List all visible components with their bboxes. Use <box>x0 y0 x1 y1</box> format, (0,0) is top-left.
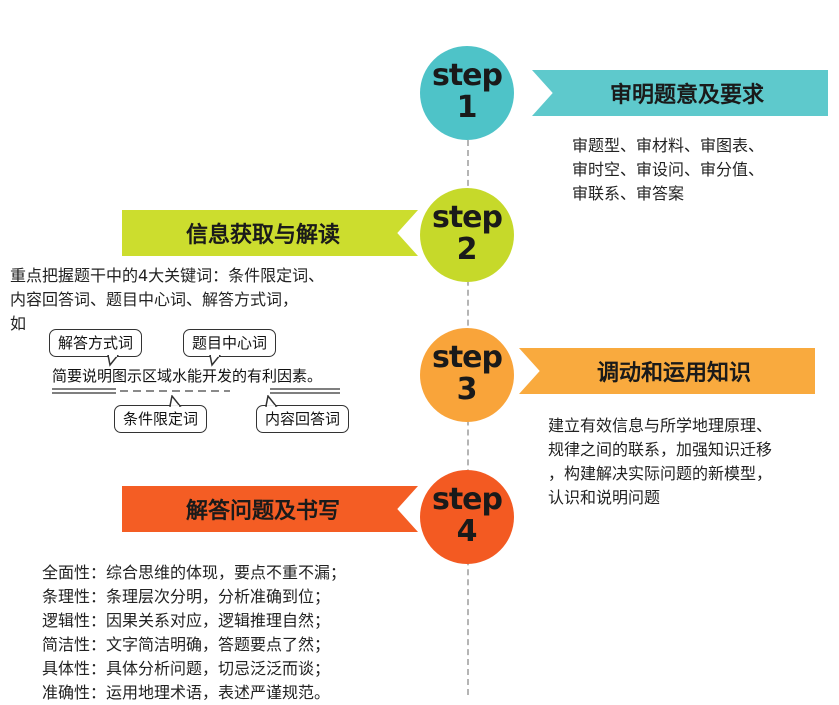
step-4-line: 逻辑性：因果关系对应，逻辑推理自然； <box>42 611 331 630</box>
example-question-sentence: 简要说明图示区域水能开发的有利因素。 <box>52 367 323 385</box>
step-3-number: 3 <box>456 372 478 407</box>
step-1-line: 审联系、审答案 <box>572 184 685 203</box>
tag-answer-method: 解答方式词 <box>49 329 143 357</box>
step-1-word: step <box>431 58 503 93</box>
step-2-line: 如 <box>10 314 27 333</box>
step-4-word: step <box>431 482 503 517</box>
step-1-number: 1 <box>456 90 478 125</box>
step-3-title: 调动和运用知识 <box>596 361 751 386</box>
step-1-line: 审题型、审材料、审图表、 <box>572 136 765 155</box>
step-4-line: 准确性：运用地理术语，表述严谨规范。 <box>42 683 331 702</box>
step-2-banner: 信息获取与解读 <box>122 210 418 256</box>
step-2-number: 2 <box>456 232 478 267</box>
tag-center-word-pointer <box>209 355 221 367</box>
step-3-line: 规律之间的联系，加强知识迁移 <box>548 440 773 459</box>
example-underline-marks <box>52 388 340 394</box>
step-1-line: 审时空、审设问、审分值、 <box>572 160 765 179</box>
step-1-title: 审明题意及要求 <box>609 83 764 108</box>
step-1-circle: step 1 <box>420 46 514 140</box>
step-2-word: step <box>431 200 503 235</box>
step-3-line: ，构建解决实际问题的新模型， <box>548 464 773 483</box>
step-4-line: 简洁性：文字简洁明确，答题要点了然； <box>42 635 331 654</box>
step-3-description: 建立有效信息与所学地理原理、 规律之间的联系，加强知识迁移 ，构建解决实际问题的… <box>548 414 772 510</box>
step-2-description: 重点把握题干中的4大关键词：条件限定词、 内容回答词、题目中心词、解答方式词， … <box>10 264 324 336</box>
tag-answer-method-pointer <box>107 355 119 367</box>
step-1-description: 审题型、审材料、审图表、 审时空、审设问、审分值、 审联系、审答案 <box>572 134 764 206</box>
step-2-line: 重点把握题干中的4大关键词：条件限定词、 <box>10 266 325 285</box>
step-2-title: 信息获取与解读 <box>185 223 340 248</box>
step-4-title: 解答问题及书写 <box>185 499 340 524</box>
tag-condition: 条件限定词 <box>114 405 208 433</box>
step-3-banner: 调动和运用知识 <box>519 348 815 394</box>
step-3-circle: step 3 <box>420 328 514 422</box>
tag-condition-pointer <box>169 395 182 407</box>
step-4-circle: step 4 <box>420 470 514 564</box>
tag-center-word: 题目中心词 <box>183 329 277 357</box>
step-4-description: 全面性：综合思维的体现，要点不重不漏； 条理性：条理层次分明，分析准确到位； 逻… <box>42 561 346 705</box>
step-3-line: 认识和说明问题 <box>548 488 661 507</box>
step-4-line: 全面性：综合思维的体现，要点不重不漏； <box>42 563 347 582</box>
step-3-word: step <box>431 340 503 375</box>
step-4-line: 具体性：具体分析问题，切忌泛泛而谈； <box>42 659 331 678</box>
step-4-banner: 解答问题及书写 <box>122 486 418 532</box>
step-4-line: 条理性：条理层次分明，分析准确到位； <box>42 587 331 606</box>
step-4-number: 4 <box>456 514 478 549</box>
tag-content-pointer <box>265 395 278 407</box>
step-2-line: 内容回答词、题目中心词、解答方式词， <box>10 290 299 309</box>
step-3-line: 建立有效信息与所学地理原理、 <box>548 416 773 435</box>
step-2-circle: step 2 <box>420 188 514 282</box>
tag-content: 内容回答词 <box>256 405 350 433</box>
step-1-banner: 审明题意及要求 <box>532 70 828 116</box>
